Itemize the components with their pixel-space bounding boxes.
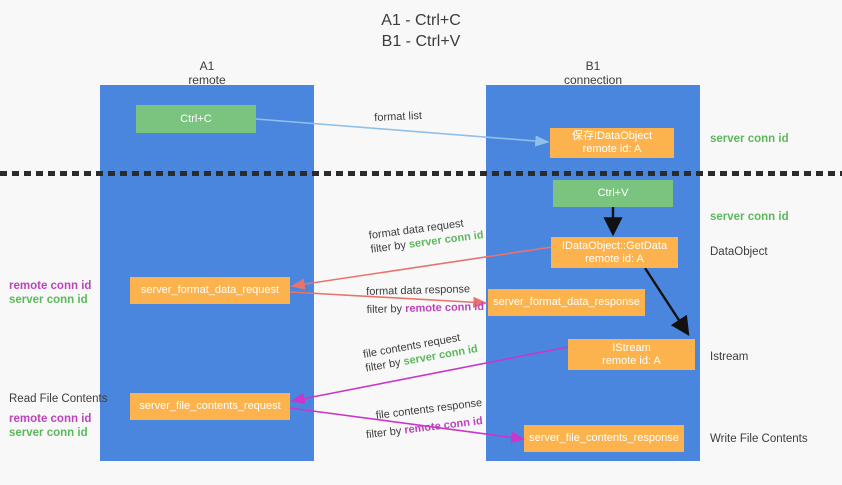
node-istream-remote-id: remote id: A — [602, 354, 661, 367]
edge-label-format-data-response-filter: filter by remote conn id — [366, 300, 484, 317]
note-left-server-conn-id-1: server conn id — [9, 294, 88, 306]
node-save-idataobject-label: 保存IDataObject — [571, 130, 653, 142]
node-server-file-contents-response-label: server_file_contents_response — [529, 432, 679, 444]
note-istream: Istream — [710, 351, 749, 363]
filter-prefix-2: filter by — [366, 302, 406, 316]
diagram-title: A1 - Ctrl+C B1 - Ctrl+V — [0, 10, 842, 52]
node-idataobject-getdata-label: IDataObject::GetData — [561, 239, 668, 252]
lane-b1-sub: connection — [563, 73, 623, 87]
note-left-server-conn-id-2: server conn id — [9, 427, 88, 439]
lane-b1-name: B1 — [585, 59, 601, 73]
edge-label-file-contents-response: file contents response filter by remote … — [365, 396, 485, 441]
filter-prefix-4: filter by — [365, 424, 406, 442]
filter-prefix-1: filter by — [369, 238, 410, 256]
node-server-file-contents-response[interactable]: server_file_contents_response — [524, 425, 684, 452]
note-dataobject: DataObject — [710, 246, 768, 258]
lane-a1-name: A1 — [199, 59, 215, 73]
title-line-2: B1 - Ctrl+V — [381, 33, 461, 50]
phase-separator-dashed-line — [0, 171, 842, 176]
filter-value-2: remote conn id — [404, 300, 485, 315]
node-server-format-data-request[interactable]: server_format_data_request — [130, 277, 290, 304]
note-left-remote-conn-id-1: remote conn id — [9, 280, 92, 292]
node-server-file-contents-request-label: server_file_contents_request — [139, 400, 281, 412]
edge-label-file-contents-request: file contents request filter by server c… — [362, 328, 479, 375]
edge-label-format-data-response-text: format data response — [366, 283, 471, 298]
node-server-format-data-request-label: server_format_data_request — [140, 284, 280, 296]
note-server-conn-id-1: server conn id — [710, 133, 789, 145]
title-line-1: A1 - Ctrl+C — [381, 12, 461, 29]
note-write-file-contents: Write File Contents — [710, 433, 808, 445]
node-server-format-data-response-label: server_format_data_response — [493, 296, 640, 308]
node-save-idataobject[interactable]: 保存IDataObject remote id: A — [550, 128, 674, 158]
node-ctrl-v[interactable]: Ctrl+V — [553, 180, 673, 207]
filter-value-4: remote conn id — [403, 415, 484, 437]
edge-label-format-list-text: format list — [374, 109, 423, 124]
node-save-idataobject-remote-id: remote id: A — [582, 143, 642, 155]
node-idataobject-getdata[interactable]: IDataObject::GetData remote id: A — [551, 237, 678, 268]
edge-label-format-list: format list — [374, 109, 422, 125]
node-server-file-contents-request[interactable]: server_file_contents_request — [130, 393, 290, 420]
node-istream-label: IStream — [612, 341, 651, 354]
note-left-remote-conn-id-2: remote conn id — [9, 413, 92, 425]
lane-header-b1: B1 connection — [486, 59, 700, 87]
node-ctrl-c[interactable]: Ctrl+C — [136, 105, 256, 133]
note-server-conn-id-2: server conn id — [710, 211, 789, 223]
edge-label-format-data-request: format data request filter by server con… — [368, 214, 484, 257]
node-istream[interactable]: IStream remote id: A — [568, 339, 695, 370]
edge-label-format-data-response: format data response filter by remote co… — [366, 282, 484, 317]
lane-header-a1: A1 remote — [100, 59, 314, 87]
lane-a1-sub: remote — [188, 73, 226, 87]
node-server-format-data-response[interactable]: server_format_data_response — [488, 289, 645, 316]
node-ctrl-c-label: Ctrl+C — [180, 112, 212, 125]
node-idataobject-getdata-remote-id: remote id: A — [585, 252, 644, 265]
node-ctrl-v-label: Ctrl+V — [597, 187, 629, 199]
note-read-file-contents: Read File Contents — [9, 393, 108, 405]
